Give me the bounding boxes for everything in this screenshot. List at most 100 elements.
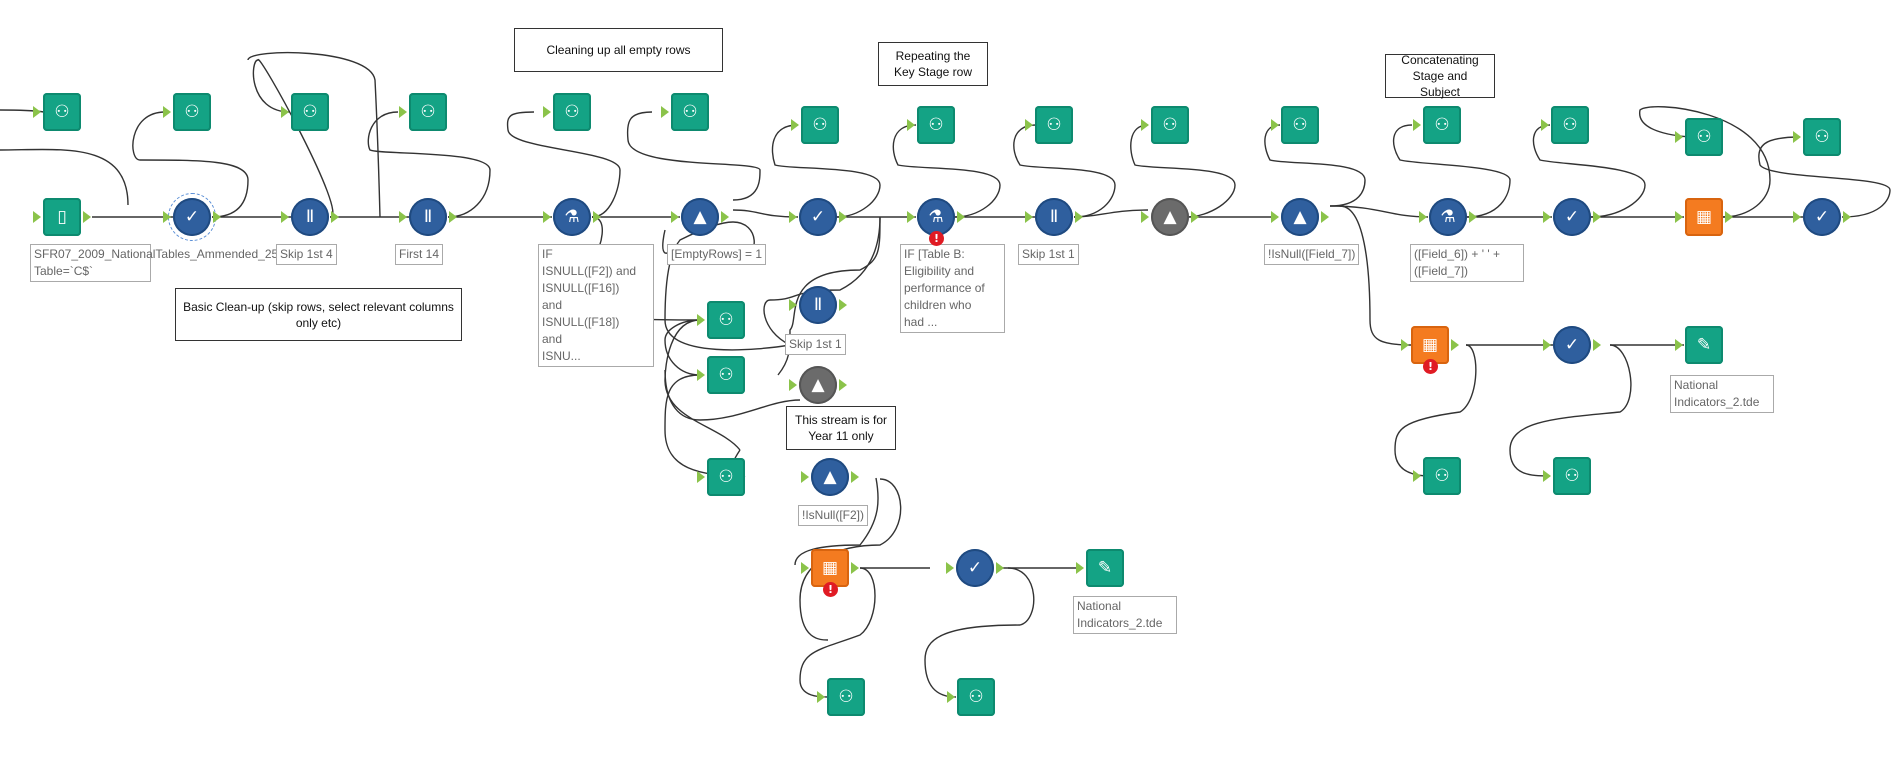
output-port[interactable] xyxy=(1075,211,1083,223)
filter-tool-field7[interactable]: ▲ xyxy=(1281,198,1319,236)
filter-tool-f2[interactable]: ▲ xyxy=(811,458,849,496)
browse-6[interactable]: ⚇ xyxy=(671,93,709,131)
output-tool-top[interactable]: ✎ xyxy=(1685,326,1723,364)
sample-tool-first14[interactable]: Ⅱ xyxy=(409,198,447,236)
input-port[interactable] xyxy=(801,562,809,574)
output-port[interactable] xyxy=(851,471,859,483)
input-port[interactable] xyxy=(907,119,915,131)
input-port[interactable] xyxy=(1025,119,1033,131)
input-port[interactable] xyxy=(791,119,799,131)
input-port[interactable] xyxy=(1541,119,1549,131)
browse-1[interactable]: ⚇ xyxy=(43,93,81,131)
browse-3[interactable]: ⚇ xyxy=(291,93,329,131)
input-port[interactable] xyxy=(281,106,289,118)
browse-22[interactable]: ⚇ xyxy=(1553,457,1591,495)
input-port[interactable] xyxy=(946,562,954,574)
comment-repeating-key-stage[interactable]: Repeating the Key Stage row xyxy=(878,42,988,86)
input-port[interactable] xyxy=(1675,211,1683,223)
select-tool-2[interactable]: ✓ xyxy=(799,198,837,236)
input-port[interactable] xyxy=(1141,119,1149,131)
input-port[interactable] xyxy=(907,211,915,223)
sample-tool-skip1-mid[interactable]: Ⅱ xyxy=(799,286,837,324)
browse-2[interactable]: ⚇ xyxy=(173,93,211,131)
input-tool[interactable]: ▯ xyxy=(43,198,81,236)
input-port[interactable] xyxy=(163,106,171,118)
browse-14[interactable]: ⚇ xyxy=(1685,118,1723,156)
output-port[interactable] xyxy=(449,211,457,223)
input-port[interactable] xyxy=(1675,131,1683,143)
multirow-tool-top[interactable]: ▲ xyxy=(1151,198,1189,236)
input-port[interactable] xyxy=(1675,339,1683,351)
input-port[interactable] xyxy=(1401,339,1409,351)
output-port[interactable] xyxy=(996,562,1004,574)
input-port[interactable] xyxy=(789,211,797,223)
input-port[interactable] xyxy=(1793,211,1801,223)
input-port[interactable] xyxy=(1271,119,1279,131)
output-port[interactable] xyxy=(1469,211,1477,223)
comment-basic-cleanup[interactable]: Basic Clean-up (skip rows, select releva… xyxy=(175,288,462,341)
output-tool-bottom[interactable]: ✎ xyxy=(1086,549,1124,587)
input-port[interactable] xyxy=(1413,119,1421,131)
input-port[interactable] xyxy=(697,314,705,326)
browse-19[interactable]: ⚇ xyxy=(827,678,865,716)
browse-13[interactable]: ⚇ xyxy=(1551,106,1589,144)
formula-tool-concat[interactable]: ⚗ xyxy=(1429,198,1467,236)
crosstab-tool-top[interactable]: ▦ xyxy=(1685,198,1723,236)
output-port[interactable] xyxy=(213,211,221,223)
input-port[interactable] xyxy=(1025,211,1033,223)
select-tool-3[interactable]: ✓ xyxy=(1553,198,1591,236)
input-port[interactable] xyxy=(1413,470,1421,482)
crosstab-tool-right[interactable]: ▦ xyxy=(1411,326,1449,364)
input-port[interactable] xyxy=(1793,131,1801,143)
input-port[interactable] xyxy=(33,106,41,118)
input-port[interactable] xyxy=(543,106,551,118)
output-port[interactable] xyxy=(331,211,339,223)
browse-11[interactable]: ⚇ xyxy=(1281,106,1319,144)
input-port[interactable] xyxy=(801,471,809,483)
input-port[interactable] xyxy=(789,379,797,391)
output-port[interactable] xyxy=(839,379,847,391)
output-port[interactable] xyxy=(1593,339,1601,351)
output-port[interactable] xyxy=(83,211,91,223)
output-port[interactable] xyxy=(839,211,847,223)
output-port[interactable] xyxy=(1843,211,1851,223)
input-port[interactable] xyxy=(671,211,679,223)
browse-21[interactable]: ⚇ xyxy=(1423,457,1461,495)
formula-tool-empty[interactable]: ⚗ xyxy=(553,198,591,236)
browse-5[interactable]: ⚇ xyxy=(553,93,591,131)
output-port[interactable] xyxy=(839,299,847,311)
browse-16[interactable]: ⚇ xyxy=(707,301,745,339)
comment-concatenating[interactable]: Concatenating Stage and Subject xyxy=(1385,53,1495,99)
input-port[interactable] xyxy=(1271,211,1279,223)
input-port[interactable] xyxy=(789,299,797,311)
input-port[interactable] xyxy=(817,691,825,703)
input-port[interactable] xyxy=(399,106,407,118)
output-port[interactable] xyxy=(1191,211,1199,223)
output-port[interactable] xyxy=(721,211,729,223)
output-port[interactable] xyxy=(1725,211,1733,223)
comment-cleaning-empty-rows[interactable]: Cleaning up all empty rows xyxy=(514,28,723,72)
output-port[interactable] xyxy=(1321,211,1329,223)
output-port[interactable] xyxy=(593,211,601,223)
browse-12[interactable]: ⚇ xyxy=(1423,106,1461,144)
browse-18[interactable]: ⚇ xyxy=(707,458,745,496)
output-port[interactable] xyxy=(1451,339,1459,351)
input-port[interactable] xyxy=(1141,211,1149,223)
input-port[interactable] xyxy=(1543,339,1551,351)
select-tool-1[interactable]: ✓ xyxy=(168,193,216,241)
input-port[interactable] xyxy=(399,211,407,223)
input-port[interactable] xyxy=(947,691,955,703)
input-port[interactable] xyxy=(697,369,705,381)
input-port[interactable] xyxy=(661,106,669,118)
select-tool-4[interactable]: ✓ xyxy=(1803,198,1841,236)
select-tool-5[interactable]: ✓ xyxy=(956,549,994,587)
browse-20[interactable]: ⚇ xyxy=(957,678,995,716)
output-port[interactable] xyxy=(1593,211,1601,223)
browse-10[interactable]: ⚇ xyxy=(1151,106,1189,144)
input-port[interactable] xyxy=(697,471,705,483)
sample-tool-skip1[interactable]: Ⅱ xyxy=(1035,198,1073,236)
select-tool-6[interactable]: ✓ xyxy=(1553,326,1591,364)
input-port[interactable] xyxy=(1419,211,1427,223)
output-port[interactable] xyxy=(851,562,859,574)
